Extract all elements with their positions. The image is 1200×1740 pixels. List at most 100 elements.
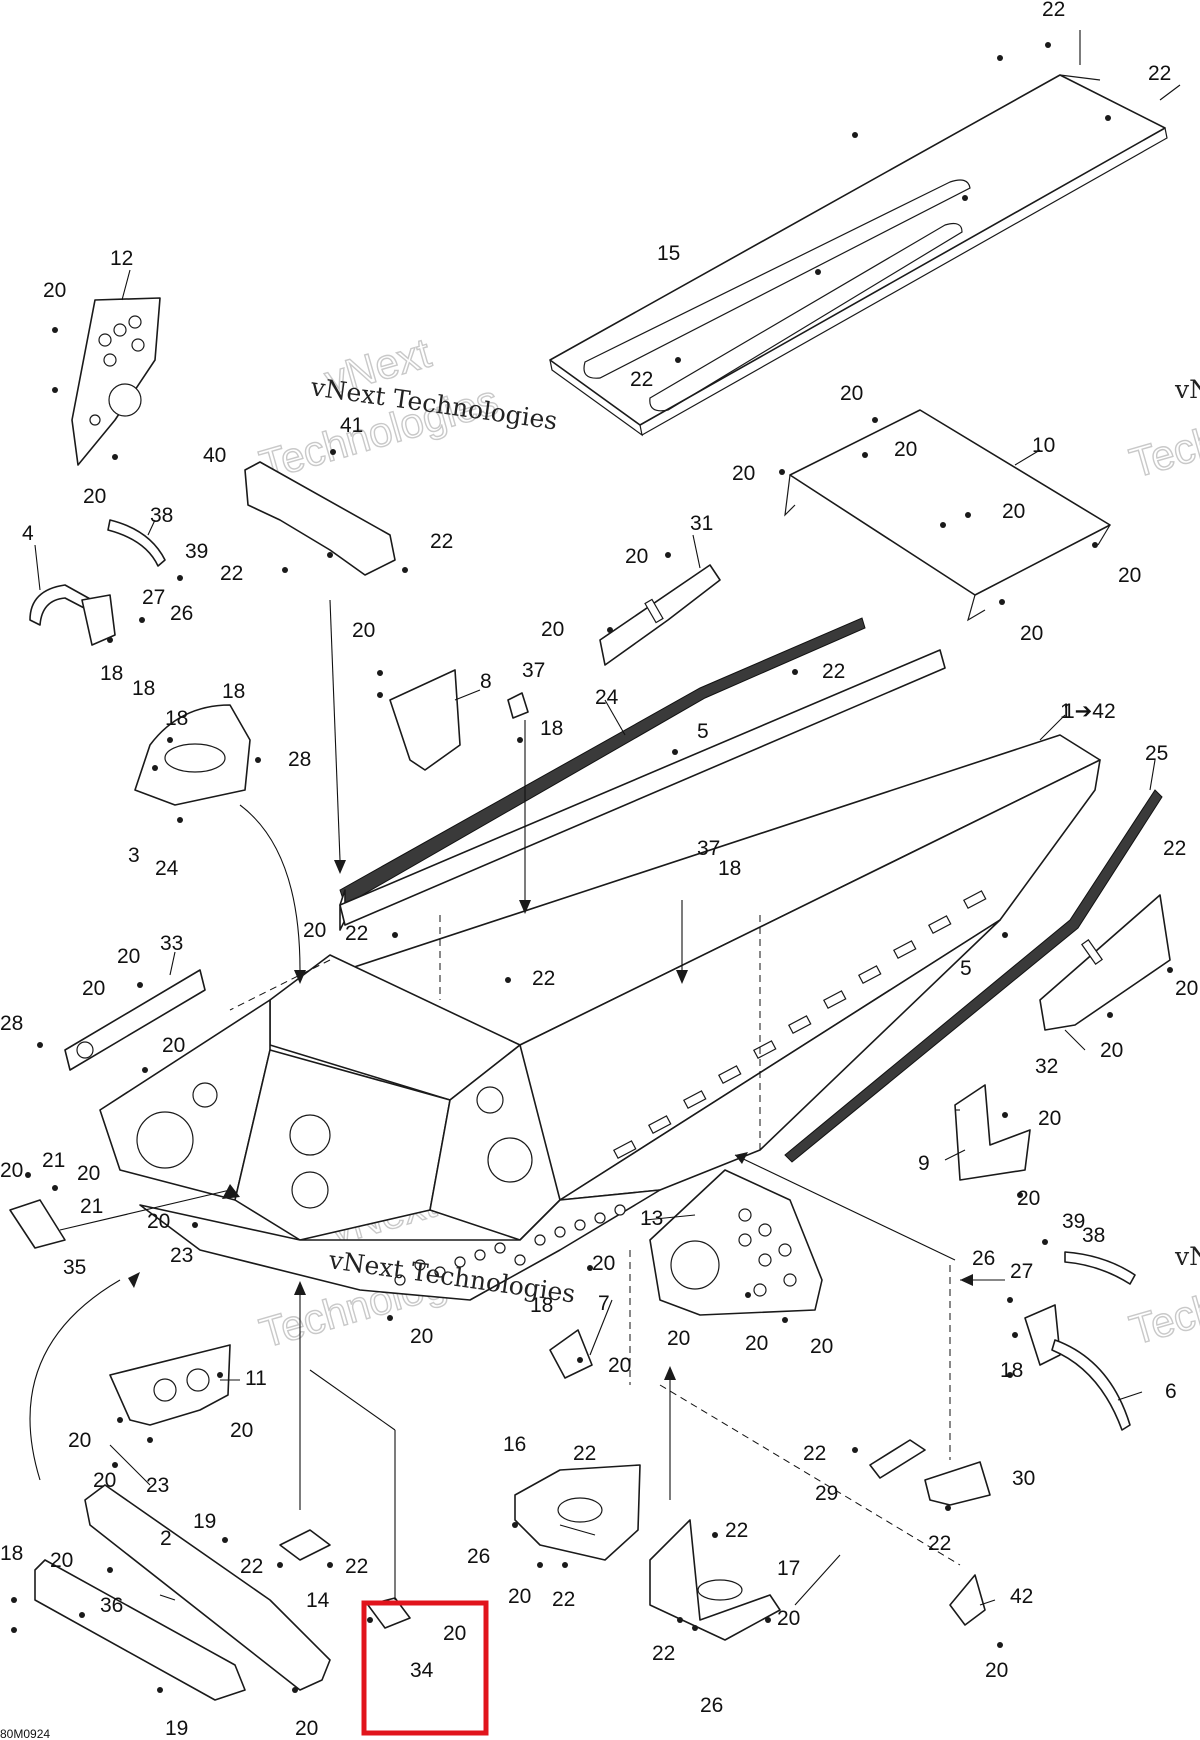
callout-label[interactable]: 20 bbox=[1100, 1039, 1123, 1062]
callout-label[interactable]: 22 bbox=[552, 1588, 575, 1611]
callout-label[interactable]: 5 bbox=[697, 720, 709, 743]
callout-label[interactable]: 22 bbox=[430, 530, 453, 553]
callout-label[interactable]: 18 bbox=[165, 707, 188, 730]
callout-label[interactable]: 18 bbox=[540, 717, 563, 740]
part-33-strip[interactable] bbox=[64, 969, 206, 1071]
callout-label[interactable]: 19 bbox=[165, 1717, 188, 1740]
part-11-gusset[interactable] bbox=[109, 1344, 231, 1426]
callout-label[interactable]: 10 bbox=[1032, 434, 1055, 457]
callout-label[interactable]: 20 bbox=[147, 1210, 170, 1233]
callout-label[interactable]: 26 bbox=[170, 602, 193, 625]
part-25-rail[interactable] bbox=[784, 789, 1163, 1163]
assembly-callout[interactable]: 1➔42 bbox=[1063, 700, 1116, 723]
callout-label[interactable]: 18 bbox=[100, 662, 123, 685]
part-12-gusset[interactable] bbox=[71, 297, 161, 466]
callout-label[interactable]: 22 bbox=[1148, 62, 1171, 85]
callout-label[interactable]: 25 bbox=[1145, 742, 1168, 765]
callout-label[interactable]: 20 bbox=[93, 1469, 116, 1492]
callout-label[interactable]: 39 bbox=[1062, 1210, 1085, 1233]
callout-label[interactable]: 21 bbox=[80, 1195, 103, 1218]
callout-label[interactable]: 20 bbox=[541, 618, 564, 641]
callout-label[interactable]: 37 bbox=[522, 659, 545, 682]
callout-label[interactable]: 20 bbox=[732, 462, 755, 485]
callout-label[interactable]: 20 bbox=[1118, 564, 1141, 587]
callout-label[interactable]: 19 bbox=[193, 1510, 216, 1533]
callout-label[interactable]: 15 bbox=[657, 242, 680, 265]
callout-label[interactable]: 24 bbox=[155, 857, 179, 880]
part-29-bracket[interactable] bbox=[869, 1439, 926, 1479]
callout-label[interactable]: 20 bbox=[608, 1354, 631, 1377]
callout-label[interactable]: 18 bbox=[0, 1542, 23, 1565]
callout-label[interactable]: 23 bbox=[146, 1474, 169, 1497]
callout-label[interactable]: 27 bbox=[142, 586, 165, 609]
callout-label[interactable]: 9 bbox=[918, 1152, 930, 1175]
callout-label[interactable]: 31 bbox=[690, 512, 713, 535]
callout-label[interactable]: 7 bbox=[598, 1292, 610, 1315]
callout-label[interactable]: 20 bbox=[508, 1585, 531, 1608]
callout-label[interactable]: 20 bbox=[0, 1159, 23, 1182]
part-9-bracket[interactable] bbox=[954, 1084, 1031, 1181]
callout-label[interactable]: 20 bbox=[810, 1335, 833, 1358]
callout-label[interactable]: 35 bbox=[63, 1256, 86, 1279]
callout-label[interactable]: 22 bbox=[822, 660, 845, 683]
callout-label[interactable]: 30 bbox=[1012, 1467, 1035, 1490]
part-42-bracket[interactable] bbox=[949, 1574, 986, 1626]
callout-label[interactable]: 32 bbox=[1035, 1055, 1058, 1078]
callout-label[interactable]: 39 bbox=[185, 540, 208, 563]
callout-label[interactable]: 26 bbox=[467, 1545, 490, 1568]
callout-label[interactable]: 17 bbox=[777, 1557, 800, 1580]
callout-label[interactable]: 20 bbox=[625, 545, 648, 568]
callout-label[interactable]: 22 bbox=[1163, 837, 1186, 860]
callout-label[interactable]: 37 bbox=[697, 837, 720, 860]
part-14-clip[interactable] bbox=[279, 1529, 331, 1561]
callout-label[interactable]: 20 bbox=[295, 1717, 318, 1740]
callout-label[interactable]: 22 bbox=[725, 1519, 748, 1542]
callout-label[interactable]: 38 bbox=[1082, 1224, 1105, 1247]
callout-label[interactable]: 26 bbox=[972, 1247, 995, 1270]
callout-label[interactable]: 20 bbox=[1038, 1107, 1061, 1130]
callout-label[interactable]: 26 bbox=[700, 1694, 723, 1717]
callout-label[interactable]: 20 bbox=[592, 1252, 615, 1275]
callout-label[interactable]: 14 bbox=[306, 1589, 330, 1612]
callout-label[interactable]: 21 bbox=[42, 1149, 65, 1172]
callout-label[interactable]: 22 bbox=[1042, 0, 1065, 21]
callout-label[interactable]: 28 bbox=[288, 748, 311, 771]
callout-label[interactable]: 1 bbox=[1060, 700, 1072, 723]
callout-label[interactable]: 20 bbox=[443, 1622, 466, 1645]
callout-label[interactable]: 42 bbox=[1010, 1585, 1033, 1608]
callout-label[interactable]: 20 bbox=[68, 1429, 91, 1452]
callout-label[interactable]: 18 bbox=[530, 1294, 553, 1317]
callout-label[interactable]: 18 bbox=[718, 857, 741, 880]
part-8-plate[interactable] bbox=[389, 669, 461, 771]
callout-label[interactable]: 20 bbox=[745, 1332, 768, 1355]
part-17-bracket[interactable] bbox=[649, 1519, 781, 1641]
callout-label[interactable]: 20 bbox=[77, 1162, 100, 1185]
callout-label[interactable]: 16 bbox=[503, 1433, 526, 1456]
callout-label[interactable]: 28 bbox=[0, 1012, 23, 1035]
callout-label[interactable]: 20 bbox=[230, 1419, 253, 1442]
part-37-clip-upper[interactable] bbox=[507, 692, 529, 719]
callout-label[interactable]: 38 bbox=[150, 504, 173, 527]
callout-label[interactable]: 20 bbox=[83, 485, 106, 508]
callout-label[interactable]: 22 bbox=[240, 1555, 263, 1578]
callout-label[interactable]: 22 bbox=[532, 967, 555, 990]
callout-label[interactable]: 20 bbox=[352, 619, 375, 642]
callout-label[interactable]: 22 bbox=[630, 368, 653, 391]
callout-label[interactable]: 18 bbox=[222, 680, 245, 703]
callout-label[interactable]: 20 bbox=[1002, 500, 1025, 523]
part-38-handle-left[interactable] bbox=[107, 519, 166, 567]
callout-label[interactable]: 18 bbox=[132, 677, 155, 700]
callout-label[interactable]: 18 bbox=[1000, 1359, 1023, 1382]
part-3-mount[interactable] bbox=[134, 704, 251, 806]
part-40-bracket[interactable] bbox=[244, 449, 396, 576]
callout-label[interactable]: 22 bbox=[652, 1642, 675, 1665]
callout-label[interactable]: 20 bbox=[985, 1659, 1008, 1682]
callout-label[interactable]: 20 bbox=[1175, 977, 1198, 1000]
part-10-plate[interactable] bbox=[784, 409, 1111, 622]
callout-label[interactable]: 22 bbox=[220, 562, 243, 585]
part-38-handle-right[interactable] bbox=[1064, 1251, 1136, 1285]
part-4-bumper-left[interactable] bbox=[29, 584, 116, 646]
part-16-bracket[interactable] bbox=[514, 1464, 641, 1561]
callout-label[interactable]: 12 bbox=[110, 247, 133, 270]
callout-label[interactable]: 6 bbox=[1165, 1380, 1177, 1403]
